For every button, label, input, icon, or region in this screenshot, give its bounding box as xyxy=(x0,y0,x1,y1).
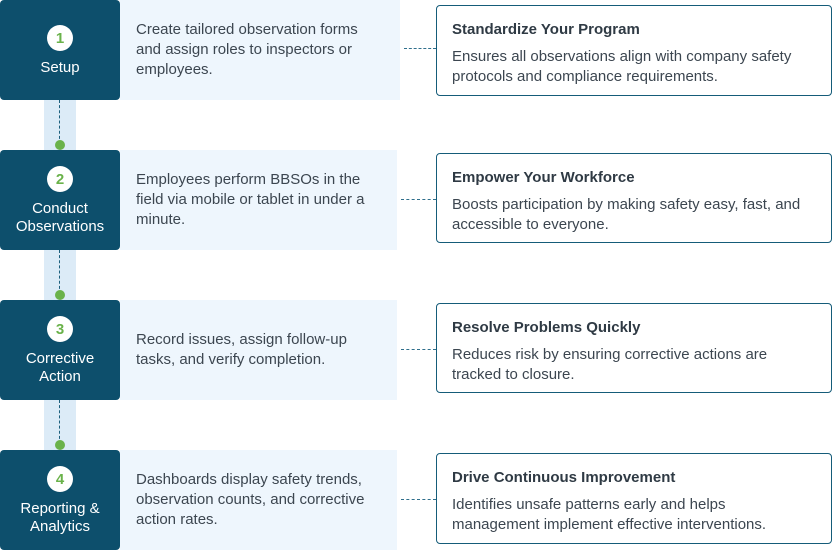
benefit-connector-line xyxy=(401,349,436,350)
connector-dot xyxy=(55,440,65,450)
benefit-card-resolve: Resolve Problems Quickly Reduces risk by… xyxy=(436,303,832,393)
benefit-title: Empower Your Workforce xyxy=(452,169,635,186)
benefit-card-empower: Empower Your Workforce Boosts participat… xyxy=(436,153,832,243)
benefit-card-improvement: Drive Continuous Improvement Identifies … xyxy=(436,453,832,544)
step-box-reporting-analytics: 4 Reporting & Analytics xyxy=(0,450,120,550)
step-title: Reporting & Analytics xyxy=(20,500,100,535)
step-title: Conduct Observations xyxy=(15,200,105,235)
step-description-text: Record issues, assign follow-up tasks, a… xyxy=(136,331,347,368)
step-description: Dashboards display safety trends, observ… xyxy=(120,450,397,550)
benefit-connector-line xyxy=(404,48,436,49)
benefit-connector-line xyxy=(401,499,436,500)
step-number-badge: 3 xyxy=(47,316,73,342)
step-description: Create tailored observation forms and as… xyxy=(120,0,400,100)
step-number-badge: 4 xyxy=(47,466,73,492)
step-box-corrective-action: 3 Corrective Action xyxy=(0,300,120,400)
step-description: Employees perform BBSOs in the field via… xyxy=(120,150,397,250)
step-description-text: Employees perform BBSOs in the field via… xyxy=(136,171,365,228)
connector-dot xyxy=(55,290,65,300)
benefit-text: Boosts participation by making safety ea… xyxy=(452,196,801,233)
benefit-title: Standardize Your Program xyxy=(452,21,640,38)
benefit-card-standardize: Standardize Your Program Ensures all obs… xyxy=(436,5,832,96)
benefit-text: Reduces risk by ensuring corrective acti… xyxy=(452,346,768,383)
step-description: Record issues, assign follow-up tasks, a… xyxy=(120,300,397,400)
benefit-text: Ensures all observations align with comp… xyxy=(452,48,792,85)
step-description-text: Create tailored observation forms and as… xyxy=(136,21,358,78)
step-number-badge: 1 xyxy=(47,25,73,51)
connector-dashed-line xyxy=(59,400,60,444)
step-connector-1-2 xyxy=(44,100,76,150)
connector-dot xyxy=(55,140,65,150)
benefit-title: Drive Continuous Improvement xyxy=(452,469,676,486)
connector-dashed-line xyxy=(59,250,60,294)
benefit-connector-line xyxy=(401,199,436,200)
step-title: Corrective Action xyxy=(25,350,95,385)
step-connector-2-3 xyxy=(44,250,76,300)
connector-dashed-line xyxy=(59,100,60,144)
step-title: Setup xyxy=(40,59,80,76)
step-box-conduct-observations: 2 Conduct Observations xyxy=(0,150,120,250)
benefit-text: Identifies unsafe patterns early and hel… xyxy=(452,496,767,533)
step-connector-3-4 xyxy=(44,400,76,450)
step-description-text: Dashboards display safety trends, observ… xyxy=(136,471,365,528)
benefit-title: Resolve Problems Quickly xyxy=(452,319,641,336)
step-number-badge: 2 xyxy=(47,166,73,192)
step-box-setup: 1 Setup xyxy=(0,0,120,100)
